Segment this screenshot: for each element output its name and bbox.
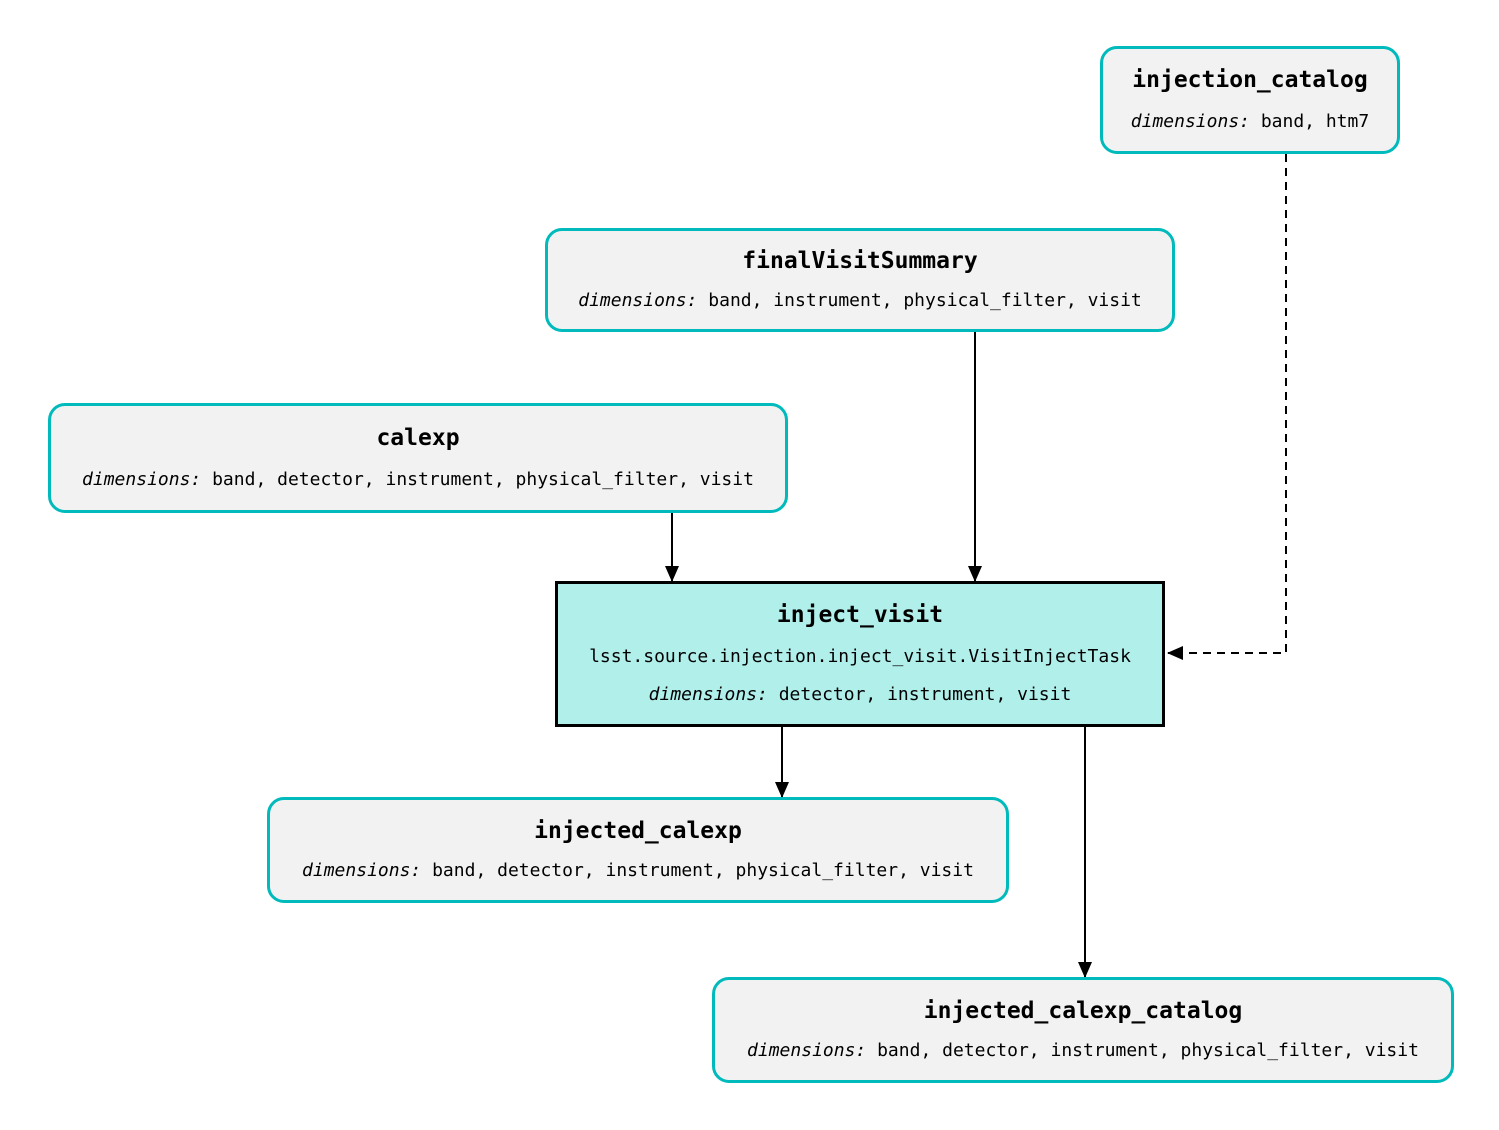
node-finalvisitsummary: finalVisitSummary dimensions: band, inst… <box>545 228 1175 332</box>
dimensions-label: dimensions: <box>82 469 213 490</box>
dimensions-value: band, detector, instrument, physical_fil… <box>432 860 974 882</box>
dimensions-label: dimensions: <box>1130 110 1261 132</box>
dimensions-label: dimensions: <box>648 683 779 705</box>
node-injected-calexp: injected_calexp dimensions: band, detect… <box>267 797 1009 903</box>
node-title: finalVisitSummary <box>742 248 978 274</box>
dimensions-value: band, instrument, physical_filter, visit <box>708 290 1142 311</box>
dimensions-label: dimensions: <box>302 860 433 882</box>
node-injection-catalog: injection_catalog dimensions: band, htm7 <box>1100 46 1400 154</box>
dimensions-value: band, detector, instrument, physical_fil… <box>212 469 754 490</box>
node-dimensions: dimensions: detector, instrument, visit <box>648 683 1072 705</box>
dimensions-value: band, htm7 <box>1260 110 1370 132</box>
node-inject-visit-task: inject_visit lsst.source.injection.injec… <box>555 581 1165 727</box>
node-dimensions: dimensions: band, instrument, physical_f… <box>578 292 1142 310</box>
node-calexp: calexp dimensions: band, detector, instr… <box>48 403 788 513</box>
node-injected-calexp-catalog: injected_calexp_catalog dimensions: band… <box>712 977 1454 1083</box>
task-class-path: lsst.source.injection.inject_visit.Visit… <box>589 645 1131 667</box>
node-title: injected_calexp <box>534 817 742 844</box>
dimensions-value: detector, instrument, visit <box>778 683 1072 705</box>
node-title: calexp <box>376 425 460 451</box>
dimensions-label: dimensions: <box>578 290 709 311</box>
edge-injection-catalog-to-inject-visit <box>1167 154 1287 660</box>
node-dimensions: dimensions: band, detector, instrument, … <box>747 1042 1419 1060</box>
node-title: injected_calexp_catalog <box>923 997 1243 1024</box>
node-dimensions: dimensions: band, detector, instrument, … <box>82 471 754 489</box>
node-title: injection_catalog <box>1132 67 1368 94</box>
node-title: inject_visit <box>776 602 944 629</box>
node-dimensions: dimensions: band, detector, instrument, … <box>302 862 974 880</box>
node-dimensions: dimensions: band, htm7 <box>1130 110 1370 132</box>
dimensions-label: dimensions: <box>747 1040 878 1062</box>
dimensions-value: band, detector, instrument, physical_fil… <box>877 1040 1419 1062</box>
